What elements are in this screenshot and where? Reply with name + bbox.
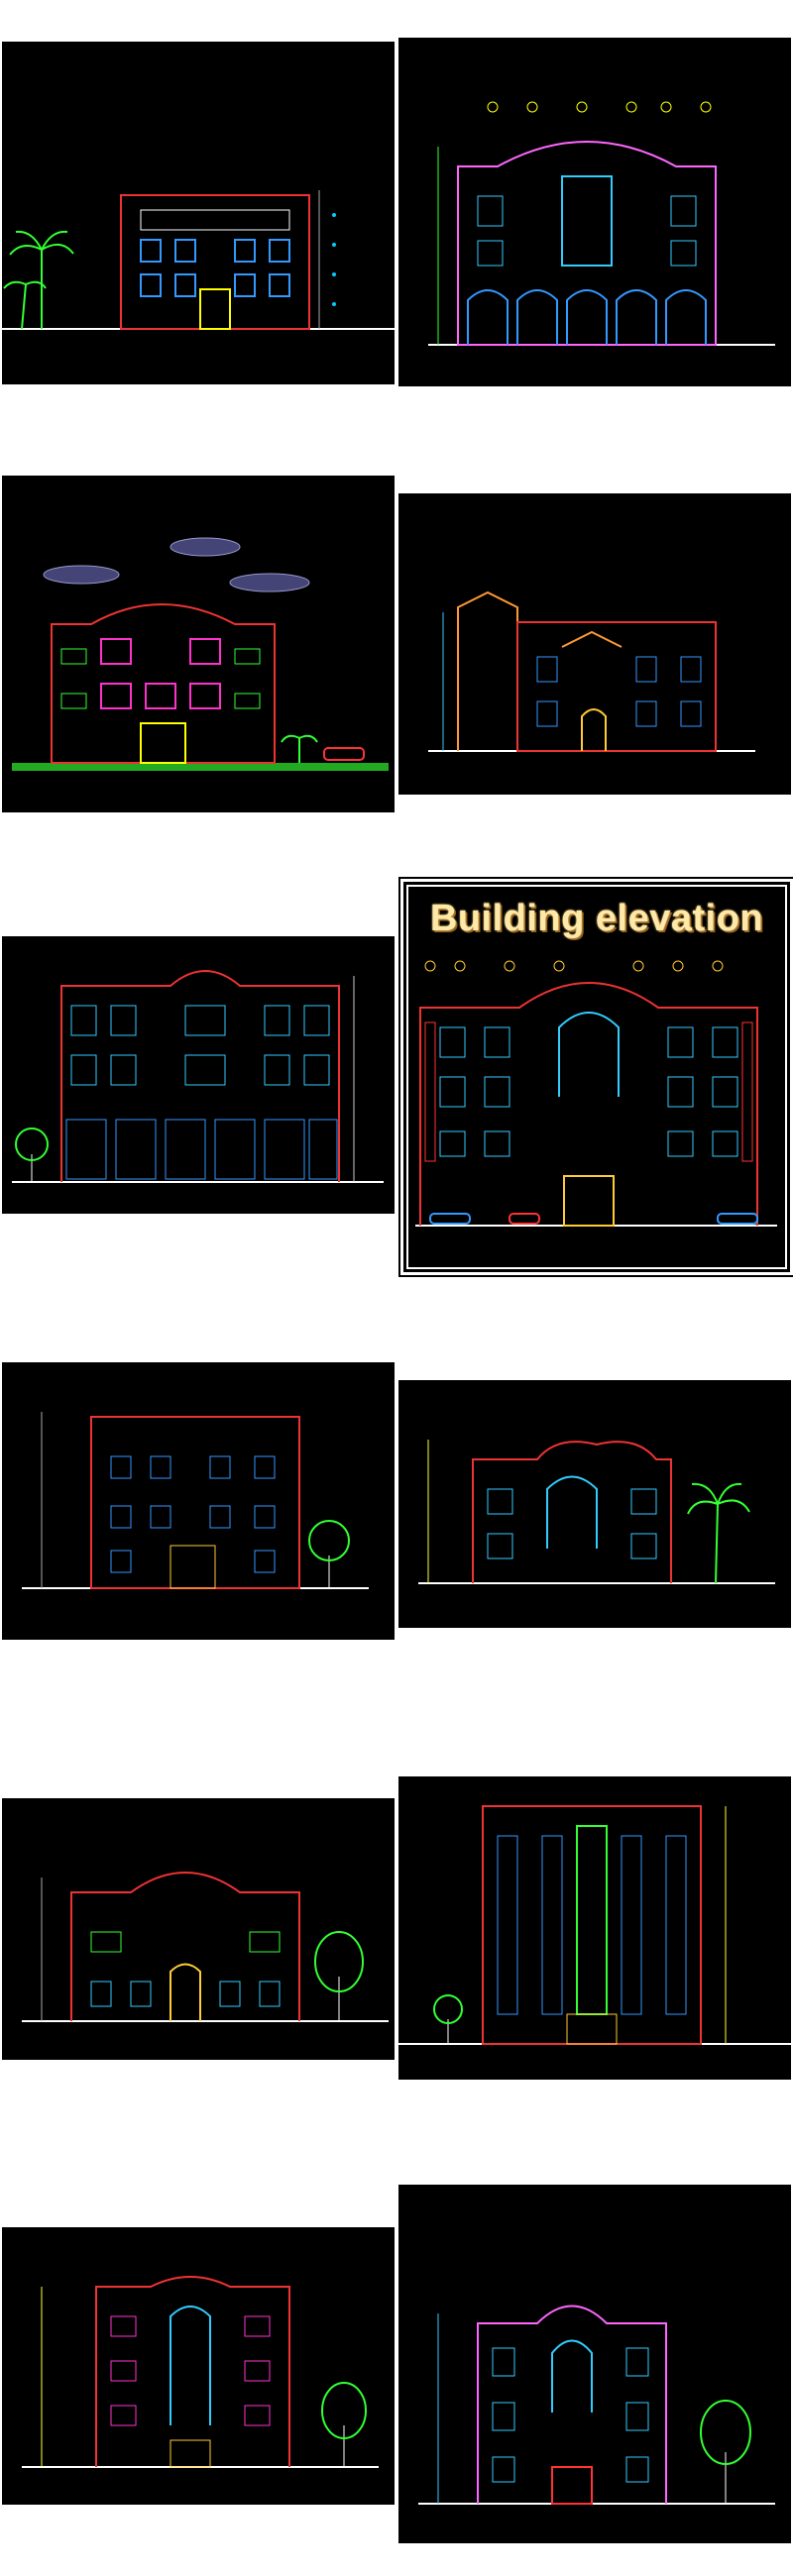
elevation-drawing-1 [2,190,395,330]
elevation-drawing-featured [415,960,777,1227]
elevation-drawing-11 [22,2276,379,2468]
elevation-panel-10 [398,1776,791,2080]
elevation-drawing-10 [398,1805,791,2045]
elevation-drawing-9 [22,1872,389,2022]
tree-icon [314,1931,364,2021]
palm-tree-icon [687,1482,750,1584]
elevation-panel-9 [2,1798,395,2060]
tree-icon [308,1520,350,1588]
elevation-panel-1 [2,42,395,384]
palm-tree-icon [3,230,74,330]
elevation-panel-7 [2,1362,395,1640]
elevation-panel-2 [398,38,791,386]
cloud-icon [43,537,310,592]
elevation-drawing-4 [428,590,755,752]
palm-tree-icon [281,734,318,763]
title-box: Building elevation [410,889,783,948]
page-title: Building elevation [429,897,764,939]
elevation-panel-11 [2,2227,395,2505]
elevation-panel-8 [398,1380,791,1628]
elevation-drawing-5 [12,970,384,1183]
tree-icon [15,1127,49,1182]
car-icon [429,1213,758,1225]
tree-icon [433,1994,463,2044]
elevation-panel-5 [2,936,395,1214]
elevation-panel-featured: Building elevation [398,877,793,1277]
tree-icon [700,2400,751,2504]
elevation-drawing-3 [12,537,389,771]
elevation-drawing-8 [418,1440,775,1584]
elevation-panel-4 [398,493,791,795]
elevation-drawing-2 [428,101,775,346]
featured-inner-frame [406,885,787,1269]
elevation-panel-3 [2,476,395,812]
car-icon [323,747,365,761]
tree-icon [321,2382,367,2467]
elevation-panel-12 [398,2185,791,2543]
elevation-drawing-12 [418,2305,775,2505]
elevation-drawing-7 [22,1412,369,1589]
